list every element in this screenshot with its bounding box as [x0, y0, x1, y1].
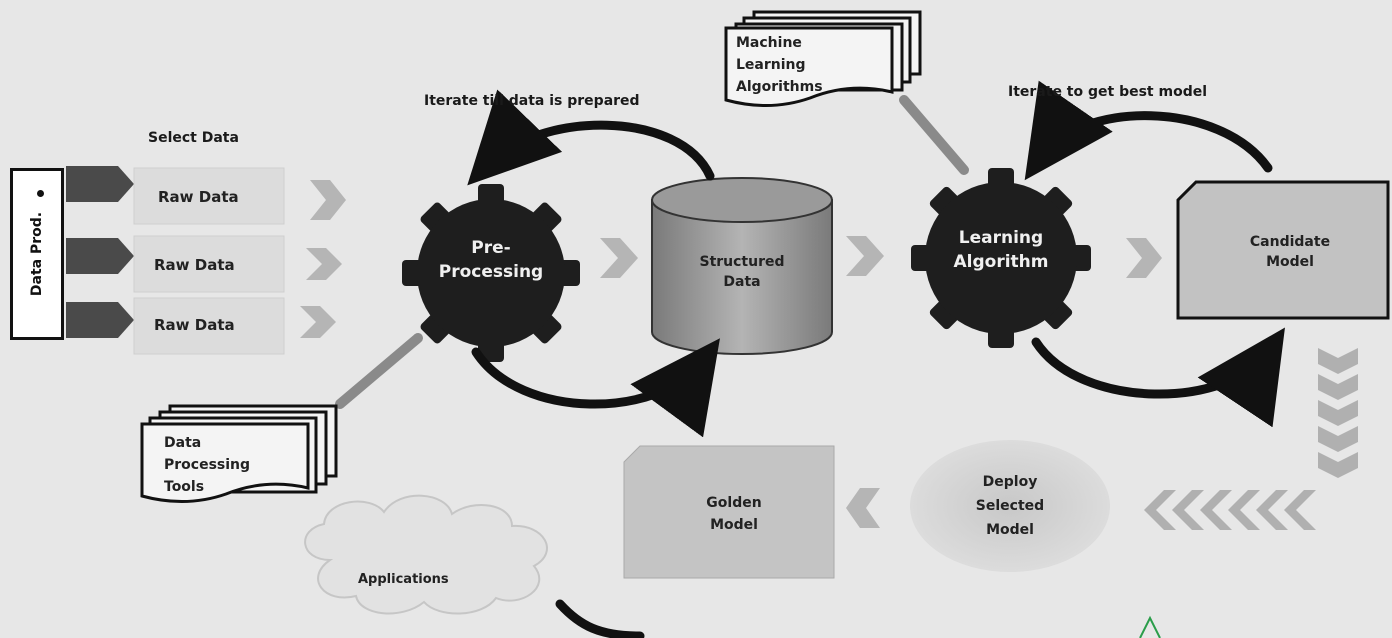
candidate-model-box [1176, 180, 1390, 320]
chevrons [300, 180, 1162, 528]
raw-data-label-3: Raw Data [154, 316, 235, 334]
learning-algorithm-label: Learning Algorithm [953, 228, 1049, 272]
data-prod-sidebar: Data Prod. [10, 168, 64, 340]
applications-cloud [304, 494, 548, 615]
data-processing-tools-doc [140, 404, 338, 503]
iterate-prepared-caption: Iterate till data is prepared [424, 93, 640, 109]
structured-data-cylinder [651, 177, 833, 355]
preprocessing-label: Pre- Processing [438, 238, 544, 282]
ml-algorithms-label: Machine Learning Algorithms [736, 35, 823, 95]
deploy-selected-label: Deploy Selected Model [975, 474, 1045, 538]
source-tabs [66, 166, 134, 338]
iterate-best-caption: Iterate to get best model [1008, 84, 1208, 100]
golden-model-box [623, 445, 835, 579]
ml-algorithms-doc [724, 10, 922, 107]
data-prod-label: Data Prod. [29, 211, 45, 297]
learning-gear [911, 168, 1091, 348]
raw-data-boxes [133, 167, 285, 355]
data-processing-tools-label: Data Processing Tools [164, 435, 251, 495]
deploy-glow [910, 440, 1110, 572]
raw-data-label-1: Raw Data [158, 188, 239, 206]
candidate-model-label: Candidate Model [1249, 234, 1331, 270]
left-chevrons [1144, 490, 1316, 530]
structured-data-label: Structured Data [699, 254, 785, 290]
select-data-caption: Select Data [148, 130, 239, 146]
sidebar-dot [37, 190, 44, 197]
down-chevrons [1318, 348, 1358, 478]
golden-model-label: Golden Model [706, 495, 762, 533]
preprocessing-gear [402, 184, 580, 362]
raw-data-label-2: Raw Data [154, 256, 235, 274]
applications-label: Applications [358, 572, 449, 587]
